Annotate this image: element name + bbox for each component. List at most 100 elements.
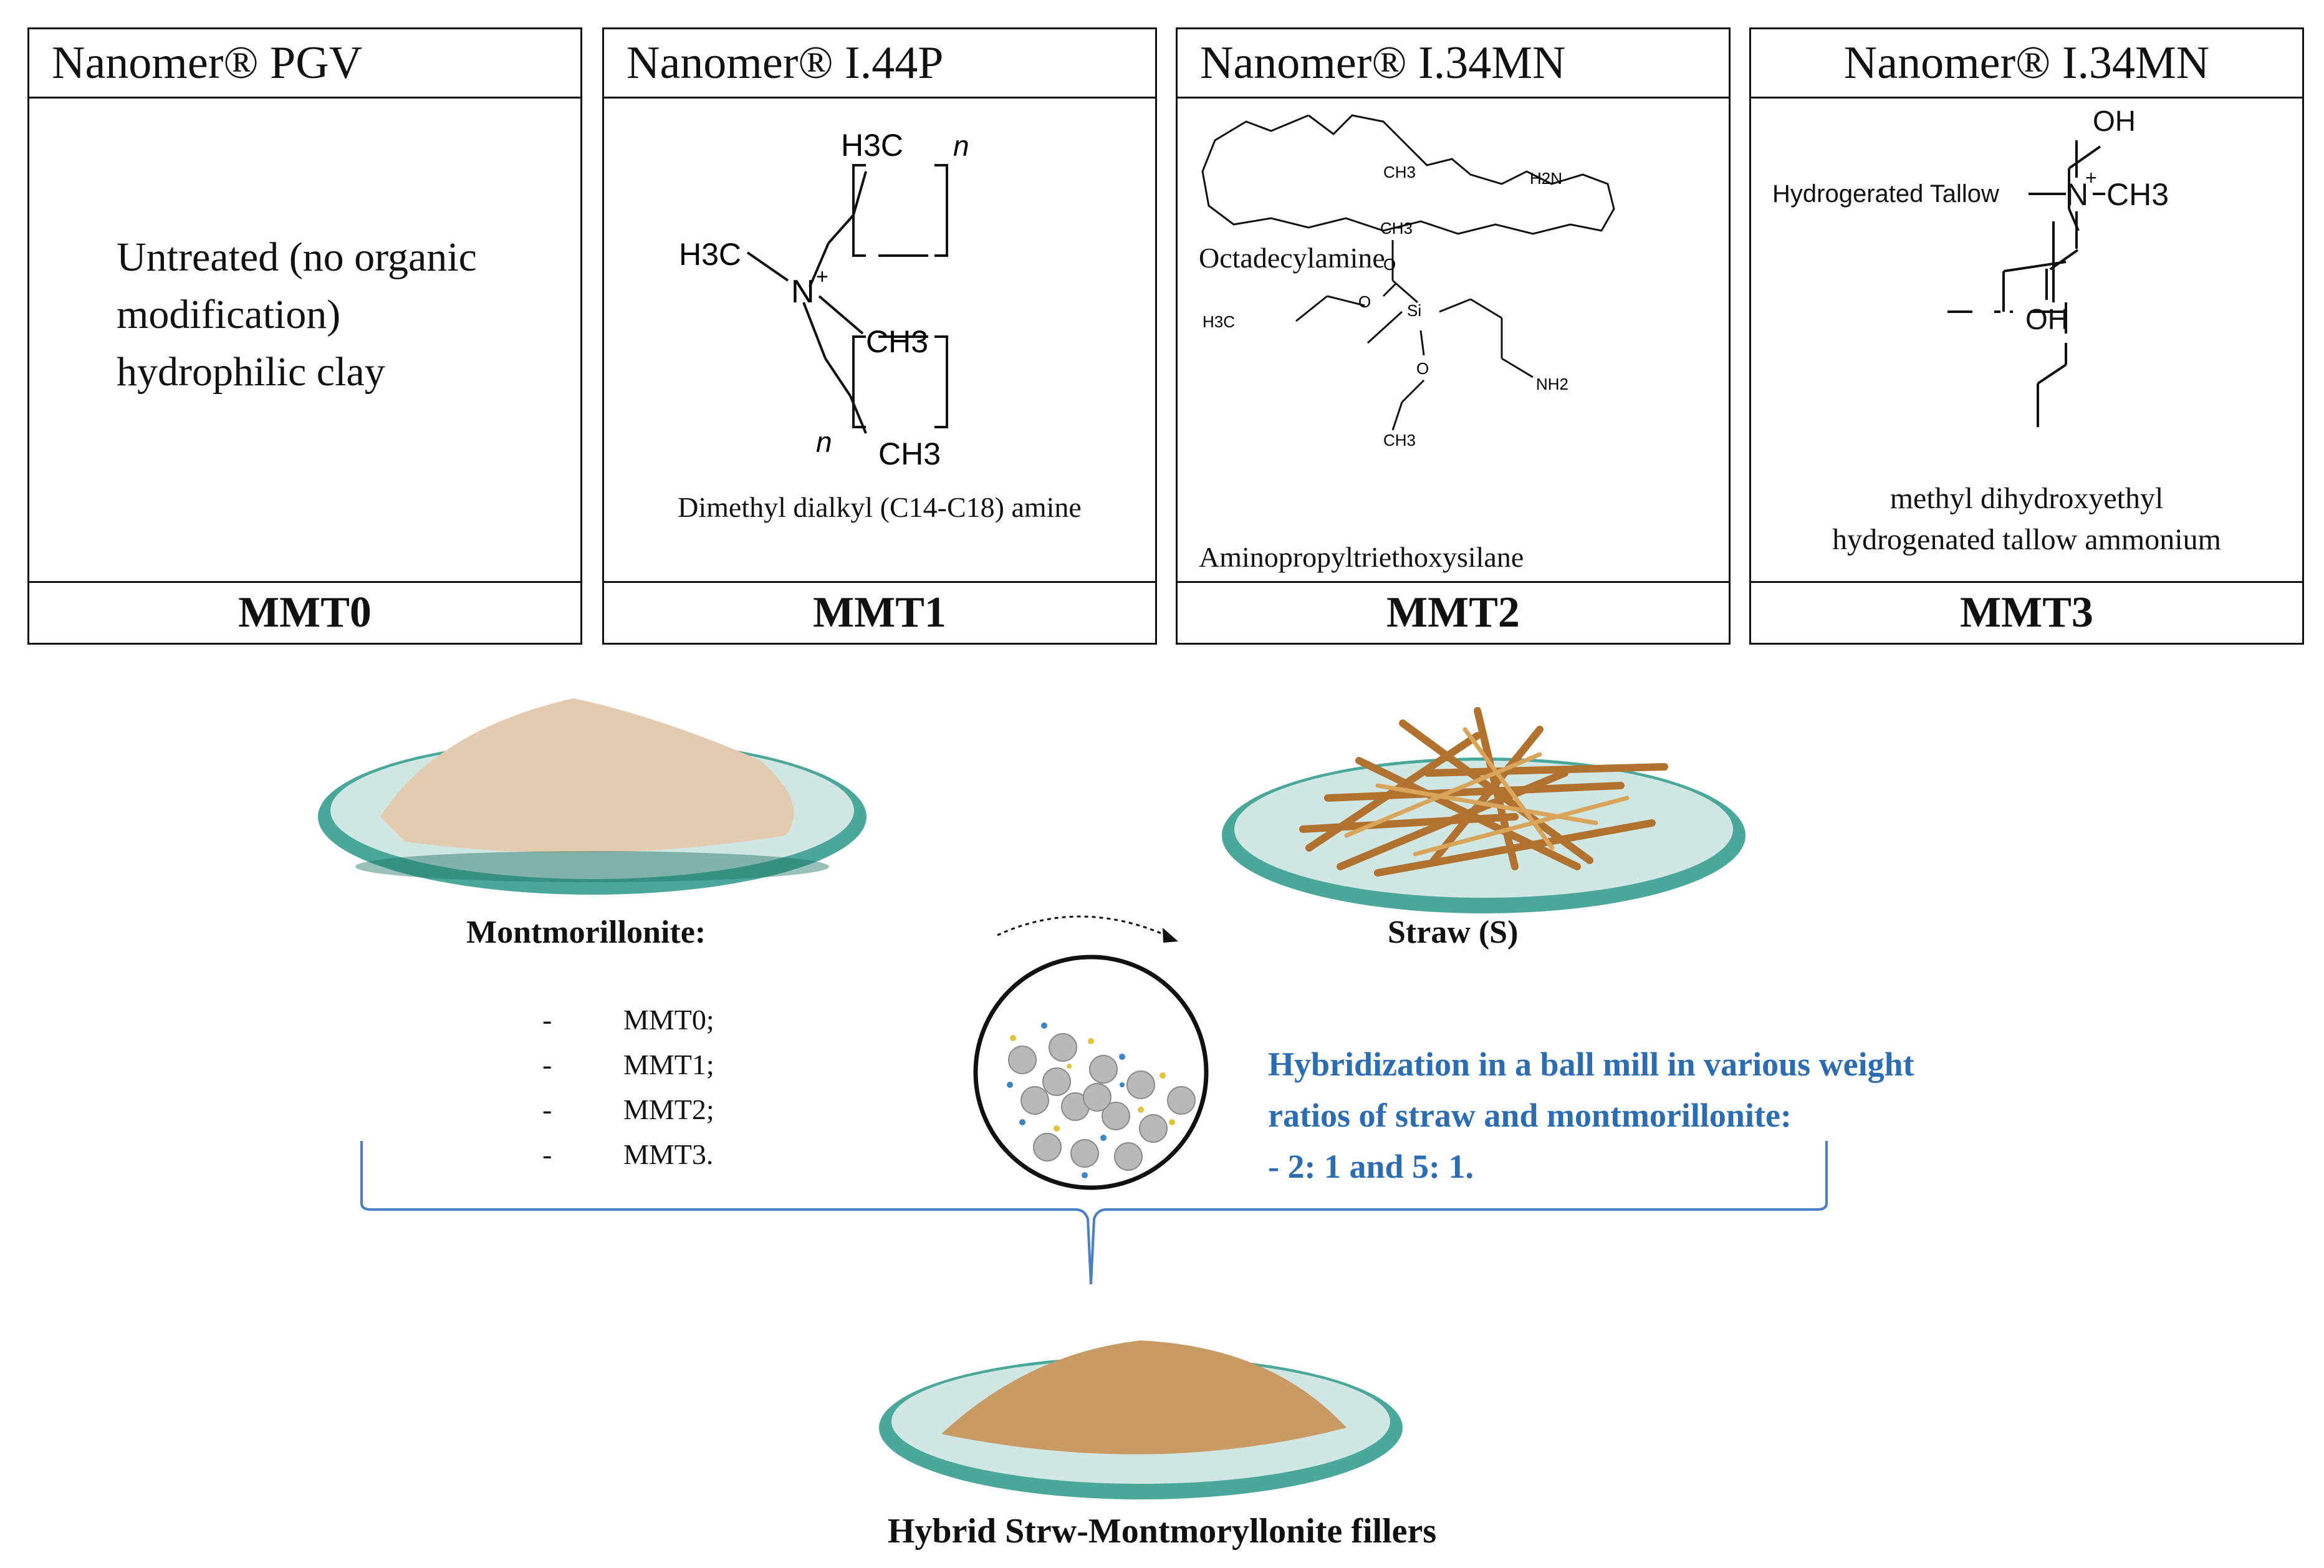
tallow-group-label: Hydrogerated Tallow xyxy=(1772,180,1999,208)
bond-line xyxy=(827,214,855,244)
panel-header: Nanomer® I.34MN xyxy=(1178,29,1729,99)
hybridization-line: Hybridization in a ball mill in various … xyxy=(1268,1046,1914,1083)
panel-header: Nanomer® I.34MN xyxy=(1751,29,2302,99)
atom-label: O xyxy=(1383,255,1396,274)
hydroxyethyl-bottom-bond xyxy=(2075,211,2078,249)
bond-line xyxy=(1470,298,1502,319)
hydroxyl-bottom-label: OH xyxy=(2025,303,2068,335)
atom-label: H2N xyxy=(1530,169,1562,188)
grinding-balls xyxy=(1008,1033,1196,1171)
rotation-arrow-arc xyxy=(997,915,1166,936)
panel-footer: MMT2 xyxy=(1178,581,1729,643)
repeat-bracket xyxy=(852,164,866,257)
nitrogen-label: N xyxy=(2066,177,2089,212)
bond-line xyxy=(1295,295,1328,322)
atom-label: Si xyxy=(1407,301,1421,320)
bond-line xyxy=(1382,282,1397,297)
list-item: - MMT1; xyxy=(542,1042,714,1087)
bond-line xyxy=(809,243,830,287)
structure-caption: methyl dihydroxyethyl hydrogenated tallo… xyxy=(1751,478,2302,560)
dish-shadow xyxy=(355,851,829,882)
tallow-label: Hydrogerated Tallow xyxy=(1772,180,1999,208)
atom-label: CH3 xyxy=(878,436,941,471)
list-dash: - xyxy=(542,1138,552,1170)
panel-footer: MMT0 xyxy=(29,581,580,643)
panel-footer: MMT3 xyxy=(1751,581,2302,643)
tallow-ammonium-structure xyxy=(1947,145,2101,427)
bond-line xyxy=(1327,295,1365,307)
charge-label: + xyxy=(2085,166,2097,189)
octadecylamine-caption: Octadecylamine xyxy=(1199,242,1385,274)
atom-label: CH3 xyxy=(1383,163,1416,181)
bond-line xyxy=(852,171,867,216)
bond-line xyxy=(1419,330,1425,356)
montmorillonite-list: - MMT0; - MMT1; - MMT2; - MMT3. xyxy=(542,998,714,1177)
straw-dish-photo xyxy=(1222,707,1745,913)
straw-pieces xyxy=(1299,707,1668,877)
hybrid-powder-pile xyxy=(941,1340,1347,1455)
list-item: - MMT3. xyxy=(542,1132,714,1177)
hybridization-line: - 2: 1 and 5: 1. xyxy=(1268,1148,1474,1185)
panel-mmt3: Nanomer® I.34MN OH Hydrogerated Tallow N… xyxy=(1749,27,2304,645)
amine-silane-structures: CH3 H2N CH3 O Si O H3C O NH2 CH3 xyxy=(1201,114,1615,450)
tallow-bond-line xyxy=(2029,193,2066,195)
nitrogen-label: N xyxy=(791,274,815,310)
list-dash: - xyxy=(542,1094,552,1125)
hybridization-line: ratios of straw and montmorillonite: xyxy=(1268,1097,1792,1134)
bond-line xyxy=(1501,357,1534,378)
montmorillonite-title: Montmorillonite: xyxy=(466,915,706,950)
list-dash: - xyxy=(542,1004,552,1036)
repeat-index: n xyxy=(816,426,832,458)
straw-label: Straw (S) xyxy=(1388,915,1519,950)
alkyl-chain xyxy=(1201,114,1615,235)
description-line: Untreated (no organic xyxy=(117,234,477,280)
panel-footer: MMT1 xyxy=(604,581,1155,643)
bond-line xyxy=(1366,310,1403,344)
caption-line: methyl dihydroxyethyl xyxy=(1889,482,2164,515)
atom-label: CH3 xyxy=(866,324,928,359)
hydroxyethyl-top-bond xyxy=(2075,140,2078,178)
bond-line xyxy=(2037,363,2067,385)
bond-line xyxy=(802,302,827,359)
atom-label: H3C xyxy=(679,237,741,272)
hydroxyl-top-label: OH xyxy=(2093,105,2136,137)
panel-description: Untreated (no organic modification) hydr… xyxy=(117,229,477,401)
montmorillonite-dish-photo xyxy=(318,698,867,895)
grouping-brace xyxy=(360,1141,1828,1284)
bond-line xyxy=(1391,402,1403,431)
bond-line xyxy=(818,295,864,335)
hybrid-filler-dish-photo xyxy=(879,1340,1403,1499)
atom-label: O xyxy=(1358,292,1371,311)
list-item-label: MMT3. xyxy=(623,1138,714,1170)
bond-line xyxy=(1401,379,1425,403)
panel-header: Nanomer® PGV xyxy=(29,29,580,99)
charge-label: + xyxy=(816,265,828,289)
atom-label: H3C xyxy=(1203,312,1235,331)
atom-label: H3C xyxy=(841,128,903,163)
bond-line xyxy=(1439,298,1471,313)
list-item: - MMT0; xyxy=(542,998,714,1042)
clay-powder-pile xyxy=(380,698,794,853)
list-item: - MMT2; xyxy=(542,1087,714,1132)
list-item-label: MMT2; xyxy=(623,1094,714,1125)
list-item-label: MMT1; xyxy=(623,1049,714,1080)
description-line: hydrophilic clay xyxy=(117,349,385,395)
bond-line xyxy=(2068,145,2101,170)
atom-label: CH3 xyxy=(1380,219,1413,238)
bond-line xyxy=(824,357,852,397)
structure-caption: Dimethyl dialkyl (C14-C18) amine xyxy=(678,491,1082,523)
hydroxyethyl-bottom-stem xyxy=(2045,269,2048,300)
panel-header: Nanomer® I.44P xyxy=(604,29,1155,99)
silane-caption: Aminopropyltriethoxysilane xyxy=(1199,541,1524,573)
repeat-index: n xyxy=(953,130,969,162)
list-dash: - xyxy=(542,1049,552,1080)
hybridization-description: Hybridization in a ball mill in various … xyxy=(1268,1039,1914,1192)
atom-label: O xyxy=(1416,359,1429,378)
list-item-label: MMT0; xyxy=(623,1004,714,1036)
panel-mmt0: Nanomer® PGV Untreated (no organic modif… xyxy=(27,27,582,645)
caption-line: hydrogenated tallow ammonium xyxy=(1832,523,2221,556)
panel-mmt1: Nanomer® I.44P H3C n H3C N + CH3 n C xyxy=(602,27,1157,645)
repeat-bracket xyxy=(852,335,866,428)
methyl-bond-line xyxy=(2093,193,2105,195)
bond-line xyxy=(746,251,789,282)
